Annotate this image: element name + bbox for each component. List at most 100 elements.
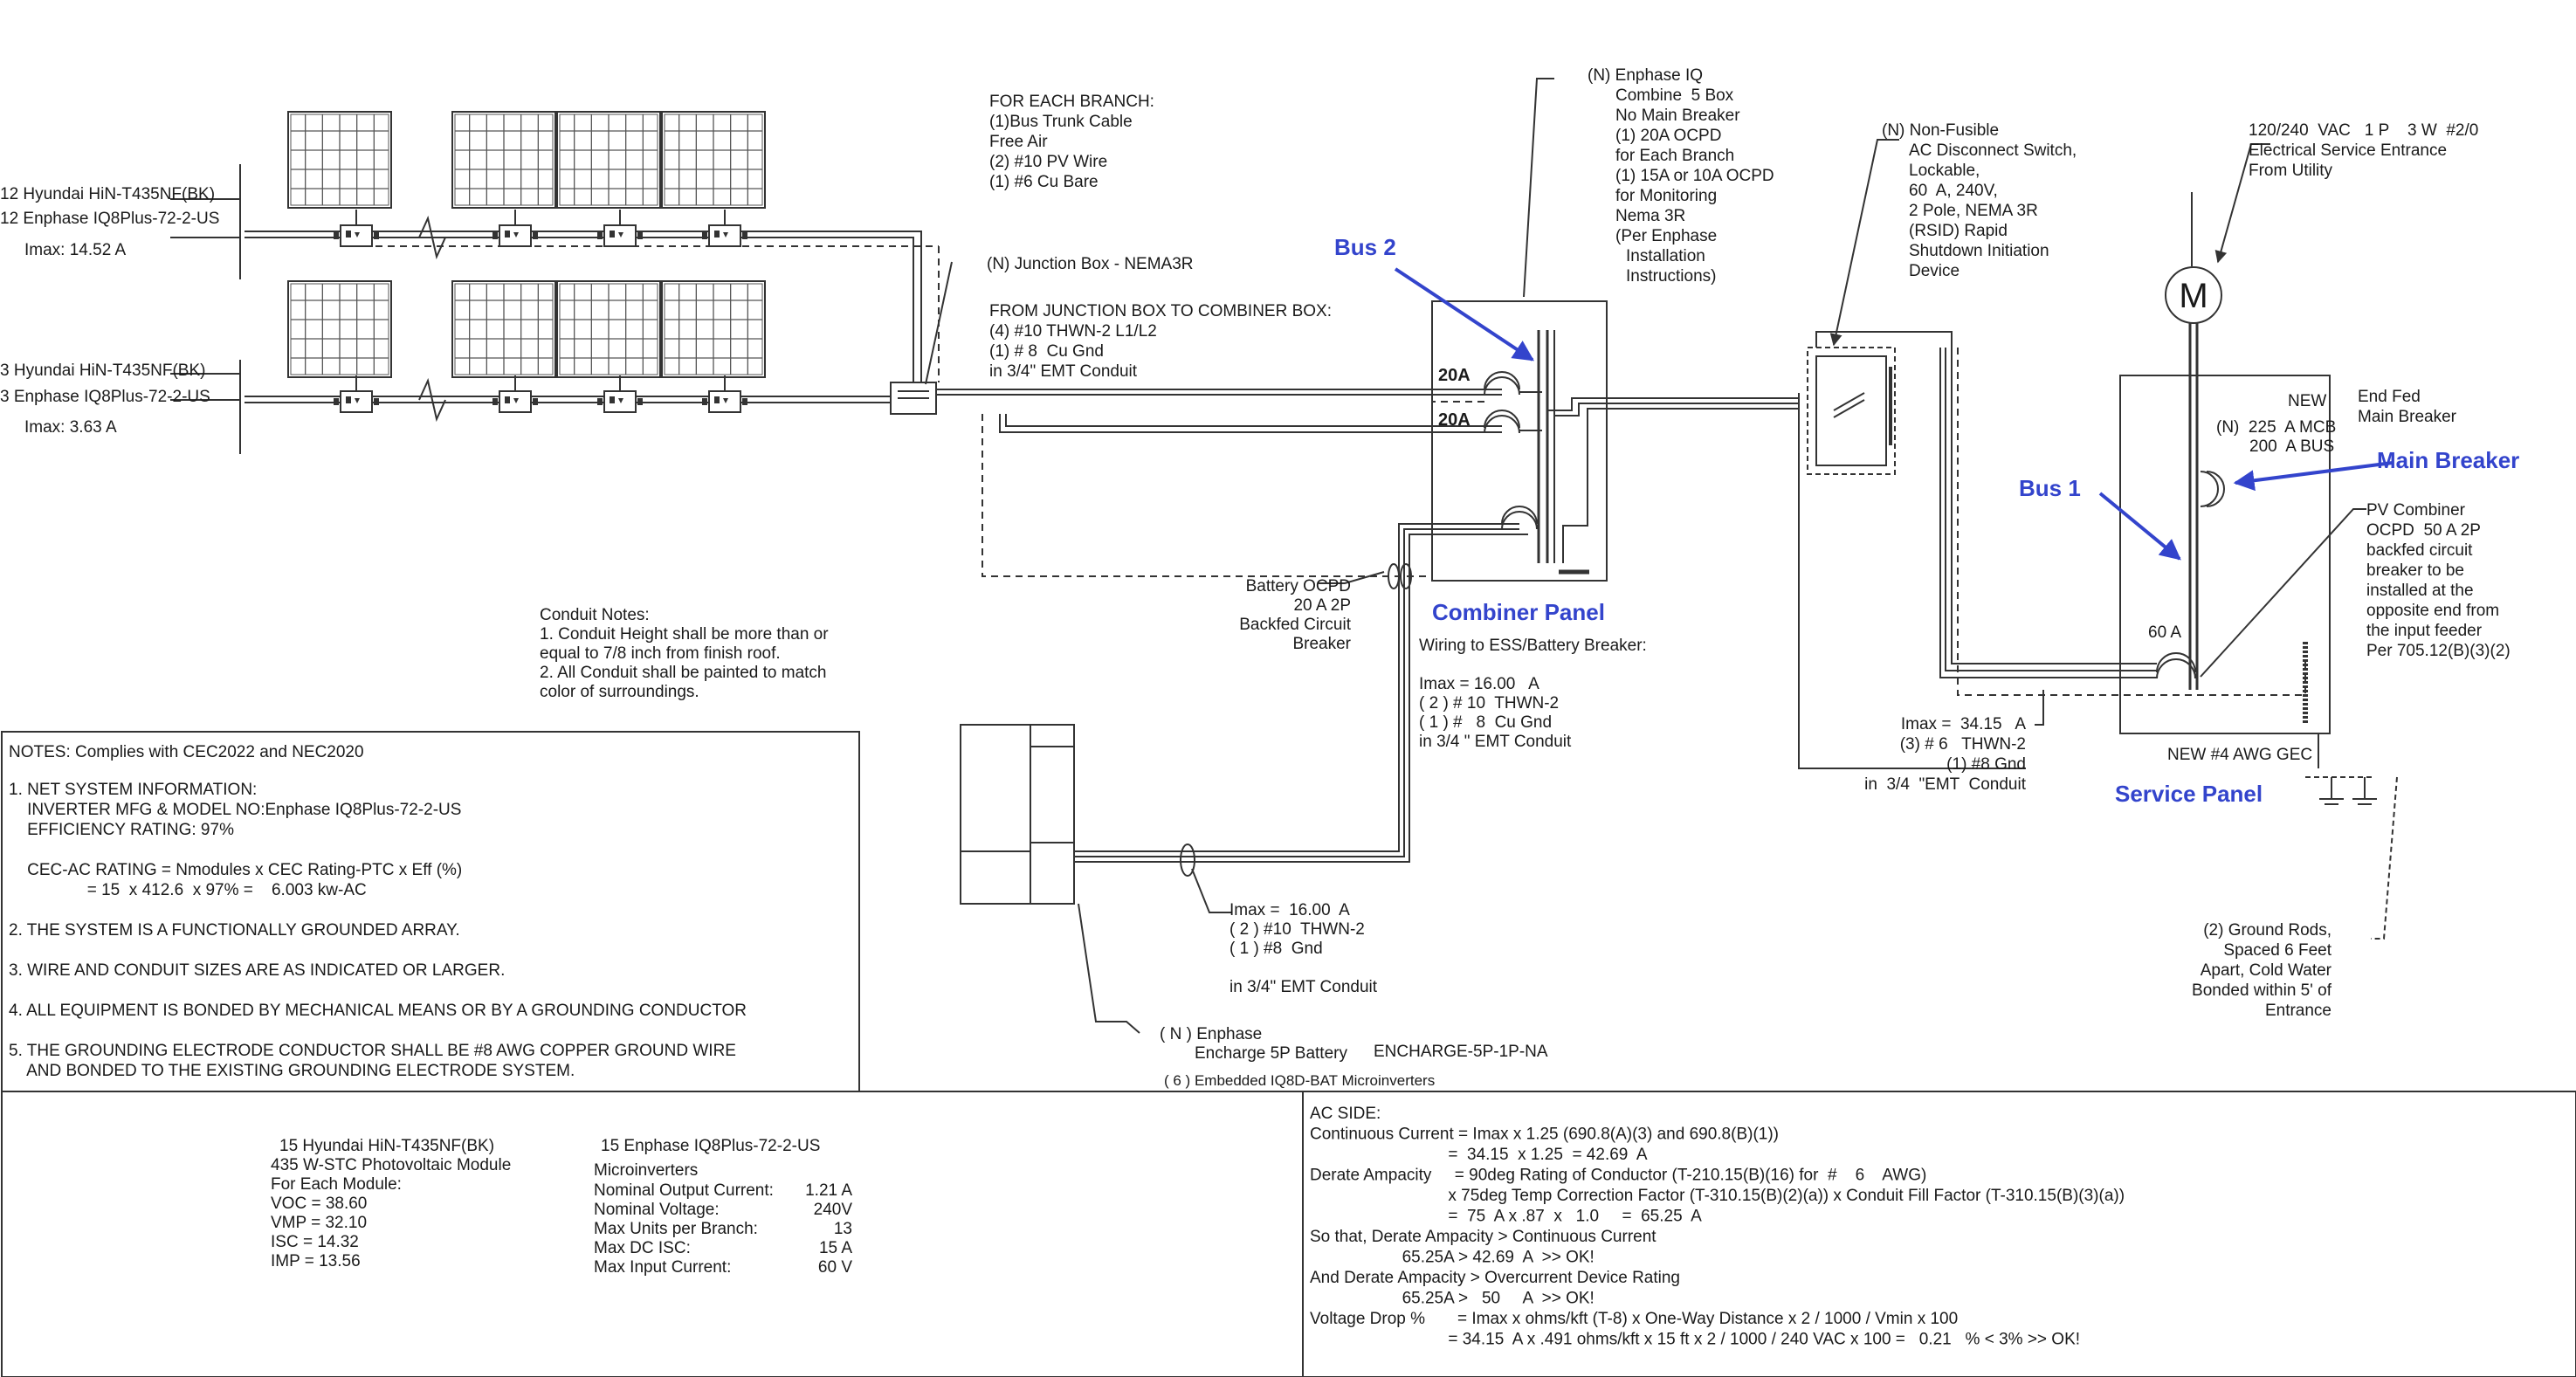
pv-module: [556, 280, 661, 378]
battery-label-line: Encharge 5P Battery: [1195, 1044, 1347, 1063]
ac-side-line: And Derate Ampacity > Overcurrent Device…: [1310, 1269, 1680, 1287]
notes-lines: 1. NET SYSTEM INFORMATION: INVERTER MFG …: [9, 781, 747, 1080]
combiner_note-line: Installation: [1626, 247, 1705, 265]
breaker-20a-1-label: 20A: [1438, 366, 1471, 385]
pv_combiner_note-line: breaker to be: [2366, 561, 2464, 580]
pv_combiner_note-line: backfed circuit: [2366, 541, 2473, 560]
conduit_notes-line: 1. Conduit Height shall be more than or: [540, 625, 829, 644]
microinverter-icon: [702, 375, 747, 413]
pv-module: [287, 280, 392, 378]
notes-line: 4. ALL EQUIPMENT IS BONDED BY MECHANICAL…: [9, 1002, 747, 1020]
inverter-spec-value: 15 A: [819, 1239, 852, 1257]
inverter-spec-value: 60 V: [818, 1258, 852, 1277]
disconnect_note-line: 60 A, 240V,: [1909, 182, 1998, 200]
pv_combiner_note-line: opposite end from: [2366, 602, 2499, 620]
pv-backfed-breaker: [2156, 652, 2196, 679]
ac-side-line: = 75 A x .87 x 1.0 = 65.25 A: [1310, 1208, 1702, 1226]
service-panel: [2119, 375, 2331, 734]
disconnect-to-service-feeder: [1798, 331, 2306, 769]
ground-electrodes: [2305, 733, 2398, 940]
ac-side-line: Continuous Current = Imax x 1.25 (690.8(…: [1310, 1126, 1779, 1144]
feeder-line: Imax = 34.15 A: [1901, 715, 2026, 733]
gec-label: NEW #4 AWG GEC: [2167, 746, 2312, 764]
pv_combiner_note-line: OCPD 50 A 2P: [2366, 521, 2481, 540]
notes-line: 1. NET SYSTEM INFORMATION:: [9, 781, 257, 799]
microinverter-icon: [597, 210, 643, 247]
microinverter-icon: [597, 375, 643, 413]
ess_wiring-line: ( 1 ) # 8 Cu Gnd: [1419, 713, 1552, 732]
battery-leader: [1078, 903, 1140, 1034]
battery_ocpd-line: Backfed Circuit: [1239, 616, 1351, 634]
inverter-spec-title: 15 Enphase IQ8Plus-72-2-US: [601, 1137, 820, 1155]
utility-meter: [2165, 266, 2222, 324]
battery_wiring-line: Imax = 16.00 A: [1229, 901, 1350, 919]
microinverter-icon: [702, 210, 747, 247]
array-bottom-labels: 3 Hyundai HiN-T435NF(BK) 3 Enphase IQ8Pl…: [0, 361, 210, 437]
notes-line: CEC-AC RATING = Nmodules x CEC Rating-PT…: [9, 861, 462, 879]
conduit_notes-line: Conduit Notes:: [540, 606, 650, 624]
combiner_note-line: (1) 15A or 10A OCPD: [1615, 167, 1774, 185]
panel_rating-line: 200 A BUS: [2249, 437, 2334, 456]
module-spec-line: VOC = 38.60: [271, 1195, 367, 1213]
notes-header: NOTES: Complies with CEC2022 and NEC2020: [9, 743, 364, 761]
ac-side-line: 65.25A > 42.69 A >> OK!: [1310, 1249, 1595, 1267]
inverter-spec-key: Max DC ISC:: [594, 1239, 691, 1257]
microinverter-icon: [492, 375, 538, 413]
end_fed-line: Main Breaker: [2358, 408, 2457, 426]
jb-to-combiner-conduit: [936, 389, 1502, 577]
service-panel-label: Service Panel: [2115, 781, 2263, 807]
ac-side-line: AC SIDE:: [1310, 1105, 1381, 1123]
feeder-line: (1) #8 Gnd: [1946, 755, 2026, 774]
module-spec-line: ISC = 14.32: [271, 1233, 359, 1251]
bus1-label: Bus 1: [2019, 475, 2081, 501]
battery_ocpd-line: 20 A 2P: [1293, 596, 1351, 615]
battery-label-line: ( 6 ) Embedded IQ8D-BAT Microinverters: [1164, 1072, 1435, 1089]
battery_ocpd-line: Battery OCPD: [1246, 577, 1351, 596]
pv-module: [661, 280, 766, 378]
jb_to_combiner-line: (4) #10 THWN-2 L1/L2: [989, 322, 1157, 341]
combiner_note-line: No Main Breaker: [1615, 107, 1740, 125]
combiner-panel-label: Combiner Panel: [1432, 599, 1605, 625]
ac-side-line: = 34.15 A x .491 ohms/kft x 15 ft x 2 / …: [1310, 1331, 2080, 1349]
microinverter-row: [334, 210, 747, 413]
ground_rods-line: (2) Ground Rods,: [2203, 921, 2331, 940]
array-top-inverters: 12 Enphase IQ8Plus-72-2-US: [0, 210, 219, 228]
combiner_note-line: Nema 3R: [1615, 207, 1685, 225]
microinverter-icon: [334, 375, 379, 413]
pv-module: [451, 280, 556, 378]
combiner-busbars: [1537, 330, 1589, 575]
jb_to_combiner-line: (1) # 8 Cu Gnd: [989, 342, 1104, 361]
pv_combiner_note-line: Per 705.12(B)(3)(2): [2366, 642, 2511, 660]
pv-module-array: [287, 111, 766, 378]
branch_note-line: (1) #6 Cu Bare: [989, 173, 1099, 191]
ac-side-calcs: AC SIDE: Continuous Current = Imax x 1.25…: [1310, 1105, 2125, 1349]
combiner_note-line: for Each Branch: [1615, 147, 1734, 165]
module-spec-line: 435 W-STC Photovoltaic Module: [271, 1156, 511, 1174]
notes-line: = 15 x 412.6 x 97% = 6.003 kw-AC: [9, 881, 367, 899]
inverter-spec-key: Max Units per Branch:: [594, 1220, 758, 1238]
array-bottom-imax: Imax: 3.63 A: [24, 418, 117, 437]
ac-disconnect-switch: [1807, 347, 1896, 475]
service_entrance-line: From Utility: [2249, 162, 2333, 180]
conduit_notes-line: equal to 7/8 inch from finish roof.: [540, 644, 781, 663]
ac-side-line: x 75deg Temp Correction Factor (T-310.15…: [1310, 1187, 2125, 1205]
ground_rods-line: Spaced 6 Feet: [2223, 941, 2331, 960]
array-bottom-inverters: 3 Enphase IQ8Plus-72-2-US: [0, 388, 210, 406]
combiner_note-line: (1) 20A OCPD: [1615, 127, 1721, 145]
disconnect_note-line: (RSID) Rapid: [1909, 222, 2008, 240]
inverter-spec-key: Nominal Output Current:: [594, 1181, 774, 1200]
pv-combiner-leader: [2200, 508, 2366, 678]
notes-line: 5. THE GROUNDING ELECTRODE CONDUCTOR SHA…: [9, 1042, 736, 1060]
branch_note-line: Free Air: [989, 133, 1048, 151]
branch_note-line: (1)Bus Trunk Cable: [989, 113, 1133, 131]
service-panel-new: NEW: [2288, 392, 2326, 410]
module-spec-line: VMP = 32.10: [271, 1214, 367, 1232]
annotation-arrows: [1394, 267, 2393, 561]
